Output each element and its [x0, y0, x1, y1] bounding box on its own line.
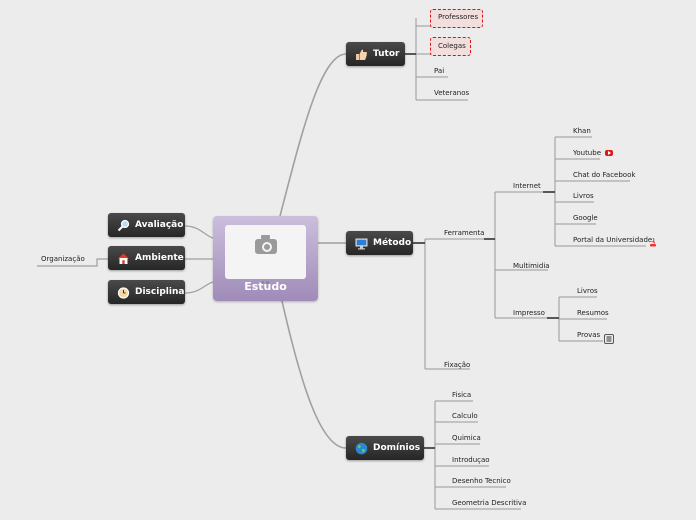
node-label: Método — [373, 238, 412, 248]
topic-provas[interactable]: Provas — [577, 331, 601, 339]
topic-khan[interactable]: Khan — [573, 127, 591, 135]
topic-quimica[interactable]: Quimica — [452, 434, 481, 442]
topic-pai[interactable]: Pai — [434, 67, 445, 75]
topic-fisica[interactable]: Fisica — [452, 391, 472, 399]
topic-multimidia[interactable]: Multimidia — [513, 262, 550, 270]
topic-veteranos[interactable]: Veteranos — [434, 89, 470, 97]
magnifier-icon — [117, 219, 130, 232]
node-label: Domínios — [373, 443, 421, 453]
monitor-icon — [355, 237, 368, 250]
camera-icon — [255, 235, 277, 254]
node-label: Ambiente — [135, 253, 184, 263]
topic-youtube[interactable]: Youtube — [573, 149, 601, 157]
node-label: Avaliação — [135, 220, 184, 230]
highlight-colegas — [430, 37, 471, 56]
topic-chat-facebook[interactable]: Chat do Facebook — [573, 171, 636, 179]
topic-geometria-descritiva[interactable]: Geometria Descritiva — [452, 499, 527, 507]
topic-google[interactable]: Google — [573, 214, 598, 222]
topic-professores[interactable]: Professores — [438, 13, 479, 21]
node-disciplina[interactable]: Disciplina — [108, 280, 185, 304]
topic-impresso[interactable]: Impresso — [513, 309, 545, 317]
root-node[interactable]: Estudo — [213, 216, 318, 301]
topic-livros-internet[interactable]: Livros — [573, 192, 594, 200]
root-title: Estudo — [244, 280, 287, 293]
topic-desenho-tecnico[interactable]: Desenho Tecnico — [452, 477, 511, 485]
document-icon — [604, 329, 614, 348]
label-organizacao[interactable]: Organização — [41, 255, 85, 263]
node-label: Disciplina — [135, 287, 185, 297]
node-ambiente[interactable]: Ambiente — [108, 246, 185, 270]
node-metodo[interactable]: Método — [346, 231, 413, 255]
house-icon — [117, 252, 130, 265]
topic-colegas[interactable]: Colegas — [438, 42, 466, 50]
globe-icon — [355, 442, 368, 455]
topic-fixacao[interactable]: Fixação — [444, 361, 471, 369]
youtube-icon — [605, 150, 613, 156]
topic-portal-universidade[interactable]: Portal da Universidade — [573, 236, 653, 244]
topic-ferramenta[interactable]: Ferramenta — [444, 229, 485, 237]
thumbs-up-icon — [355, 48, 368, 61]
topic-calculo[interactable]: Calculo — [452, 412, 478, 420]
topic-resumos[interactable]: Resumos — [577, 309, 609, 317]
image-placeholder — [225, 225, 306, 284]
pager-dots — [261, 269, 271, 284]
alarm-clock-icon — [117, 286, 130, 299]
topic-introducao[interactable]: Introduçao — [452, 456, 490, 464]
node-dominios[interactable]: Domínios — [346, 436, 424, 460]
node-avaliacao[interactable]: Avaliação — [108, 213, 185, 237]
java-icon — [649, 233, 657, 252]
topic-livros-impresso[interactable]: Livros — [577, 287, 598, 295]
node-label: Tutor — [373, 49, 400, 59]
highlight-professores — [430, 9, 483, 28]
topic-internet[interactable]: Internet — [513, 182, 541, 190]
node-tutor[interactable]: Tutor — [346, 42, 405, 66]
